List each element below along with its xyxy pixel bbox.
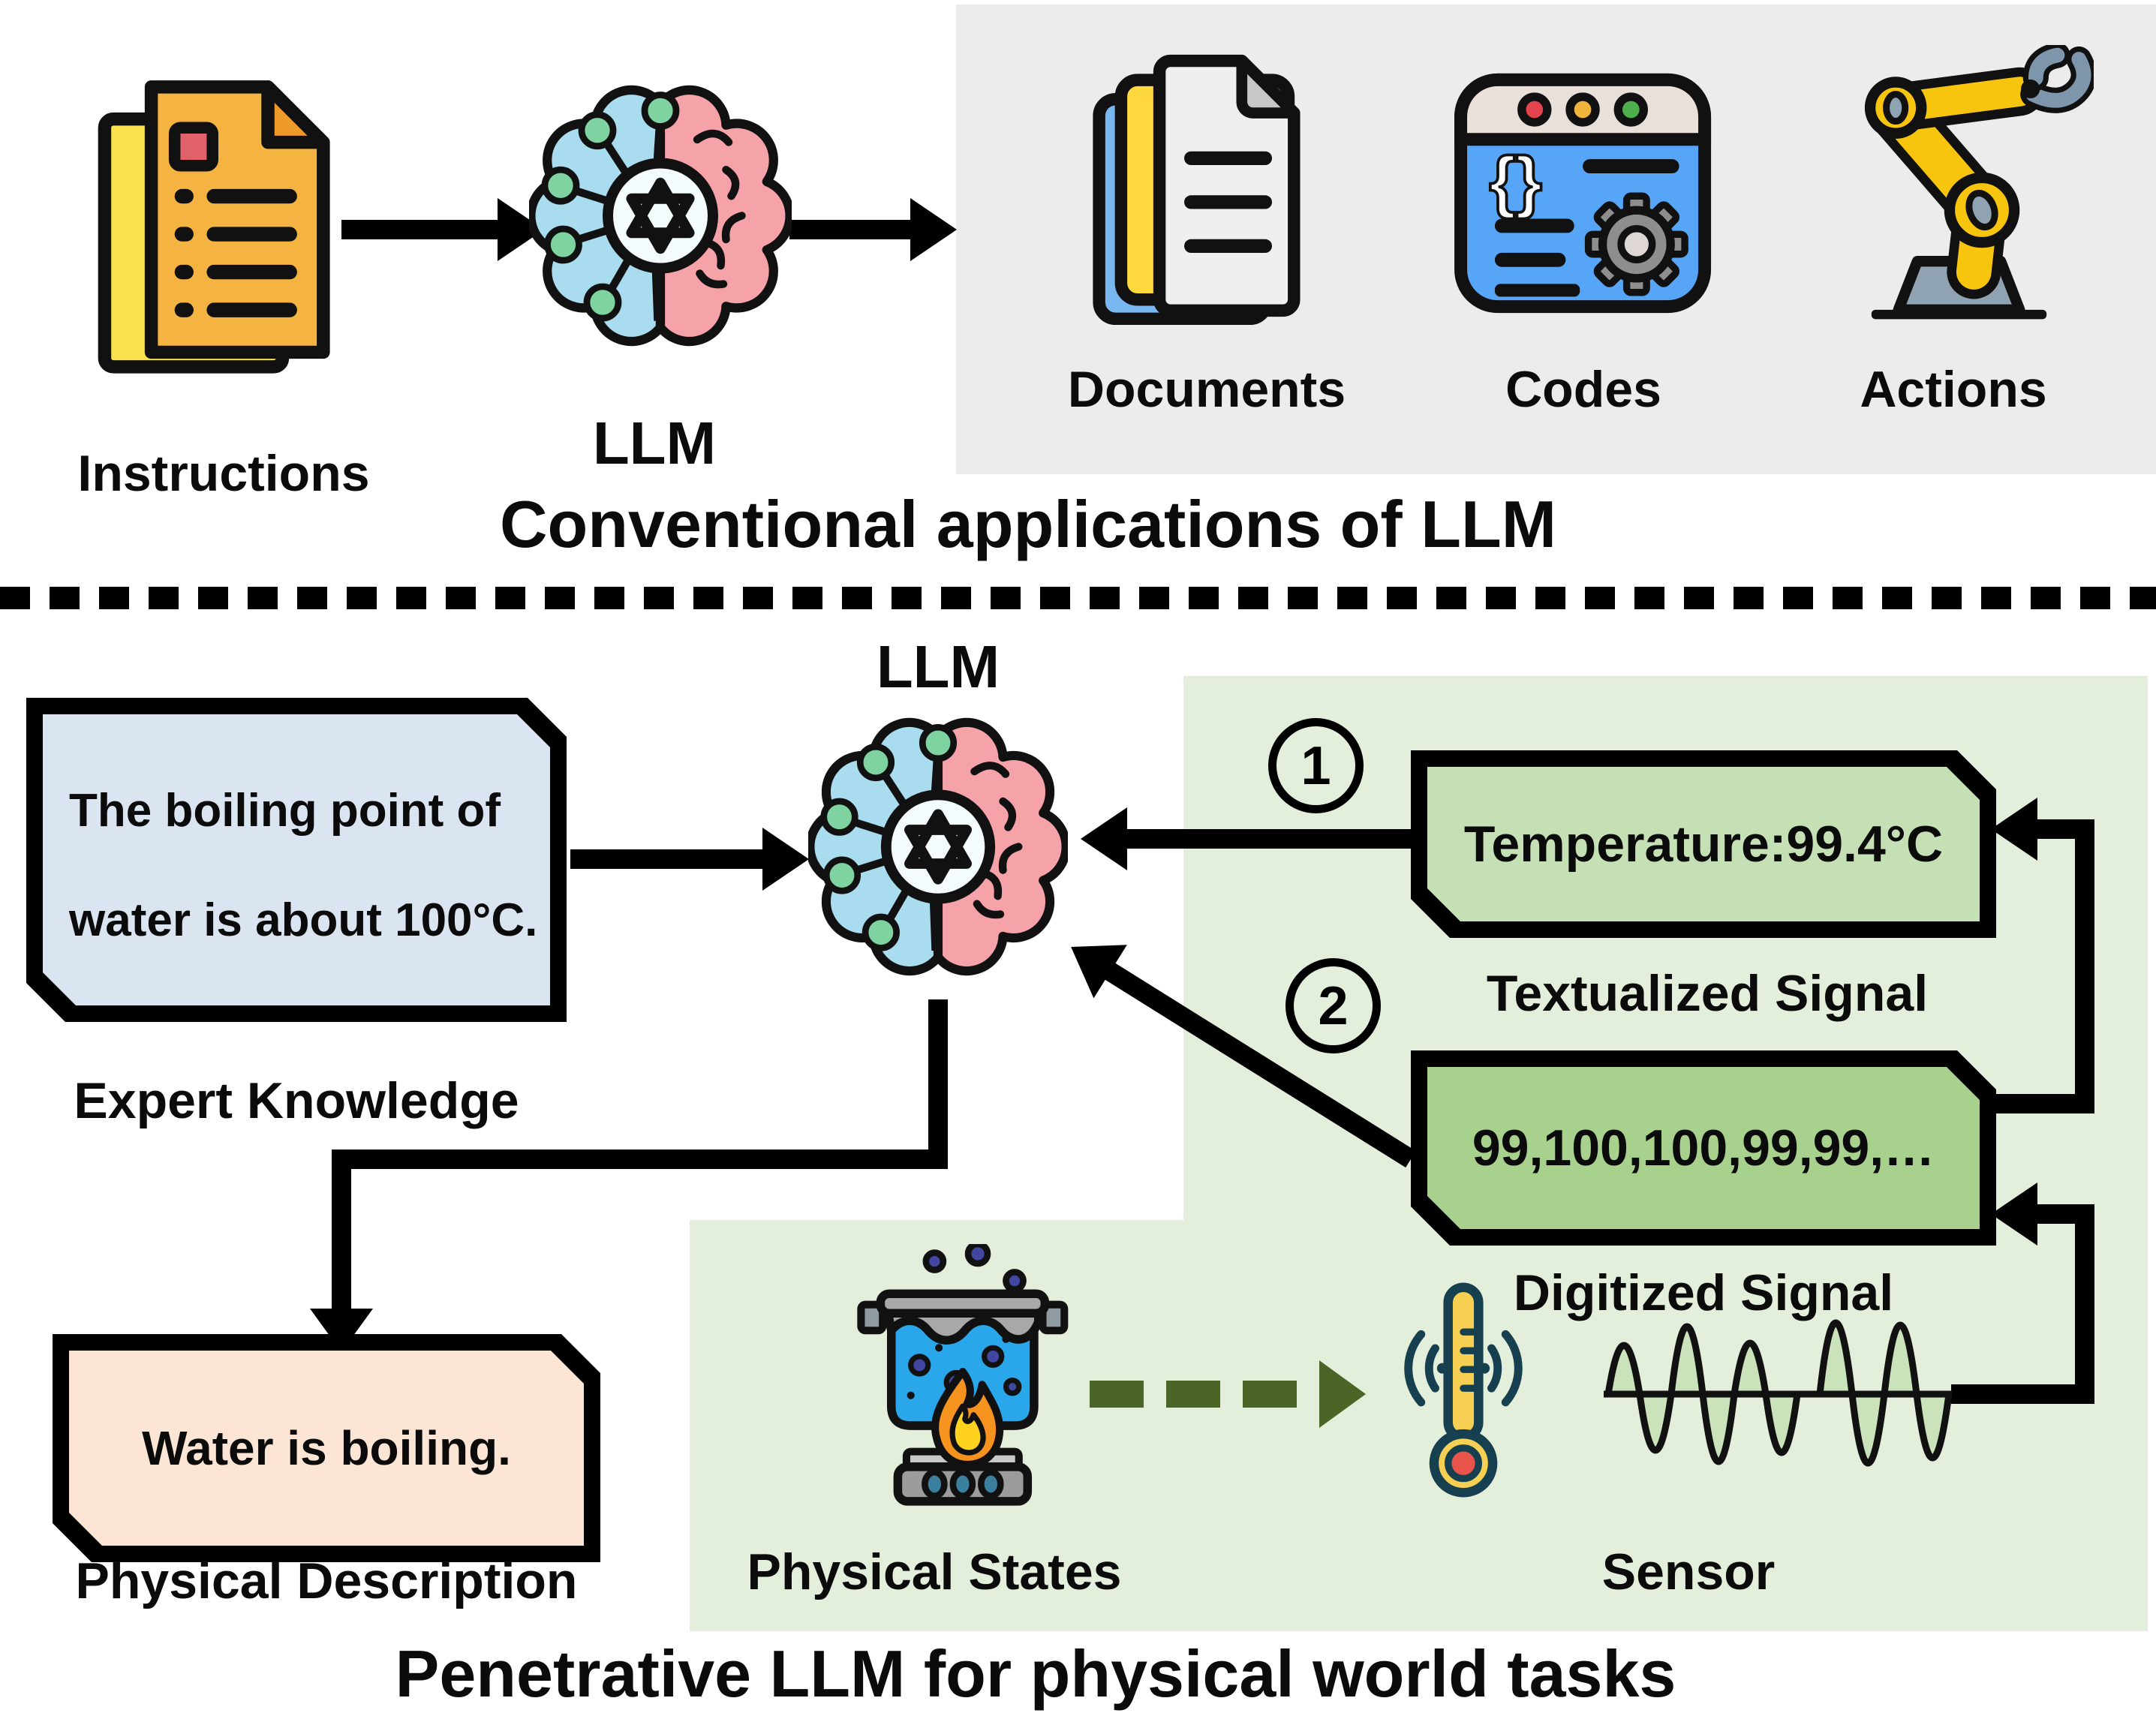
connector-sensor-out-h (1951, 1384, 2094, 1404)
connector-llm-to-description-v2 (332, 1150, 351, 1312)
connector-digitized-out-v (2075, 819, 2094, 1113)
arrow-llm-to-outputs-head (910, 198, 957, 261)
physical-description-text: Water is boiling. (142, 1421, 511, 1475)
digitized-signal-value: 99,100,100,99,99,… (1472, 1119, 1935, 1177)
digitized-signal-label: Digitized Signal (1513, 1264, 1894, 1321)
codes-label: Codes (1505, 361, 1661, 418)
expert-knowledge-label: Expert Knowledge (74, 1072, 519, 1129)
connector-llm-to-description-v1 (928, 999, 948, 1169)
expert-knowledge-text: The boiling point of water is about 100°… (69, 785, 538, 946)
step-1-badge: 1 (1268, 718, 1364, 813)
arrow-textualized-to-llm-head (1081, 807, 1127, 870)
dashed-arrow-states-to-sensor-dash3 (1243, 1381, 1297, 1408)
instructions-label: Instructions (77, 445, 370, 502)
llm-label-top: LLM (592, 410, 717, 476)
arrow-knowledge-to-llm (570, 849, 764, 869)
physical-description-box (53, 1334, 600, 1562)
llm-label-bottom: LLM (876, 633, 1000, 700)
documents-label: Documents (1067, 361, 1346, 418)
llm-brain-icon-bottom (808, 717, 1068, 976)
physical-description-label: Physical Description (75, 1552, 578, 1609)
conventional-caption: Conventional applications of LLM (500, 487, 1556, 561)
documents-icon (1093, 54, 1301, 326)
codes-icon: {} (1454, 73, 1712, 314)
boiling-pot-icon (857, 1244, 1069, 1506)
actions-label: Actions (1860, 361, 2047, 418)
sensor-label: Sensor (1601, 1543, 1776, 1600)
expert-knowledge-box (26, 698, 567, 1022)
textualized-signal-value: Temperature:99.4°C (1463, 816, 1944, 873)
connector-sensor-out-v (2075, 1204, 2094, 1404)
instructions-document-icon (98, 80, 330, 374)
dashed-arrow-states-to-sensor-head (1319, 1360, 1366, 1428)
dashed-arrow-states-to-sensor-dash2 (1166, 1381, 1220, 1408)
textualized-signal-label: Textualized Signal (1486, 965, 1929, 1022)
digitized-signal-box (1411, 1050, 1996, 1246)
physical-states-label: Physical States (747, 1543, 1122, 1600)
textualized-signal-box (1411, 750, 1996, 938)
step-2-badge: 2 (1285, 958, 1381, 1053)
dashed-arrow-states-to-sensor (1090, 1381, 1144, 1408)
section-divider-dashed-line (0, 587, 2156, 609)
penetrative-caption: Penetrative LLM for physical world tasks (395, 1636, 1676, 1711)
arrow-knowledge-to-llm-head (762, 828, 809, 891)
arrow-instructions-to-llm (341, 220, 501, 239)
signal-waveform-icon (1604, 1319, 1953, 1467)
thermometer-sensor-icon (1404, 1282, 1523, 1498)
arrow-llm-to-outputs (789, 220, 912, 239)
arrow-textualized-to-llm (1126, 829, 1412, 849)
llm-brain-icon-top (529, 85, 792, 347)
connector-into-textualized-h (2036, 819, 2094, 839)
svg-text:{}: {} (1489, 144, 1542, 220)
actions-robot-arm-icon (1864, 45, 2094, 320)
connector-into-digitized-h (2036, 1204, 2094, 1224)
connector-llm-to-description-h (332, 1150, 948, 1169)
